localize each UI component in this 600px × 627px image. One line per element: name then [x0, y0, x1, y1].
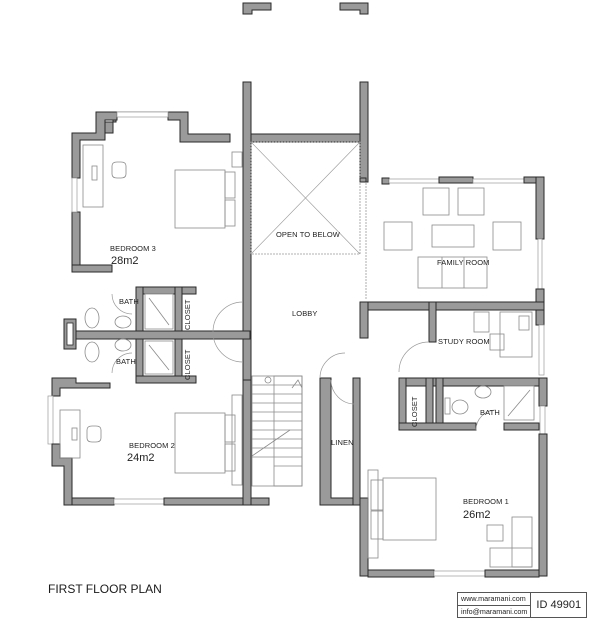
top-wall-stubs [242, 2, 369, 15]
bath-lower-label: BATH [116, 357, 136, 366]
study-room-label: STUDY ROOM [438, 337, 490, 346]
bedroom-3-label: BEDROOM 3 [110, 244, 156, 253]
study-room-walls [319, 301, 545, 387]
bedroom-2-area: 24m2 [127, 452, 155, 464]
bedroom-1-walls [359, 377, 548, 578]
bath-bedroom-1-label: BATH [480, 408, 500, 417]
bath-closet-block [63, 286, 251, 384]
id-stamp: www.maramani.com info@maramani.com ID 49… [457, 592, 588, 618]
bedroom-1-area: 26m2 [463, 509, 491, 521]
family-room-label: FAMILY ROOM [437, 258, 490, 267]
family-room-furniture [383, 187, 522, 289]
bedroom-2-walls [47, 377, 270, 506]
open-to-below-void [242, 81, 369, 383]
bedroom-3-furniture [82, 144, 243, 229]
bedroom-2-label: BEDROOM 2 [129, 441, 175, 450]
website-link[interactable]: www.maramani.com [458, 593, 531, 606]
closet-upper-label: CLOSET [183, 299, 192, 330]
bedroom-3-walls [71, 111, 231, 273]
plan-id: ID 49901 [536, 599, 582, 611]
email-link[interactable]: info@maramani.com [461, 607, 528, 616]
closet-bedroom-1-label: CLOSET [410, 396, 419, 427]
lobby-label: LOBBY [292, 309, 318, 318]
linen-walls [319, 377, 361, 506]
bedroom-1-label: BEDROOM 1 [463, 497, 509, 506]
linen-label: LINEN [331, 438, 354, 447]
closet-lower-label: CLOSET [183, 349, 192, 380]
drawing-title: FIRST FLOOR PLAN [48, 582, 162, 596]
open-to-below-label: OPEN TO BELOW [276, 230, 340, 239]
bedroom-1-bath-closet [398, 377, 540, 431]
bath-upper-label: BATH [119, 297, 139, 306]
staircase [251, 375, 303, 487]
stamp-links: www.maramani.com info@maramani.com [458, 593, 532, 617]
bedroom-1-furniture [367, 469, 533, 568]
bedroom-3-area: 28m2 [111, 255, 139, 267]
bedroom-2-furniture [59, 394, 243, 486]
